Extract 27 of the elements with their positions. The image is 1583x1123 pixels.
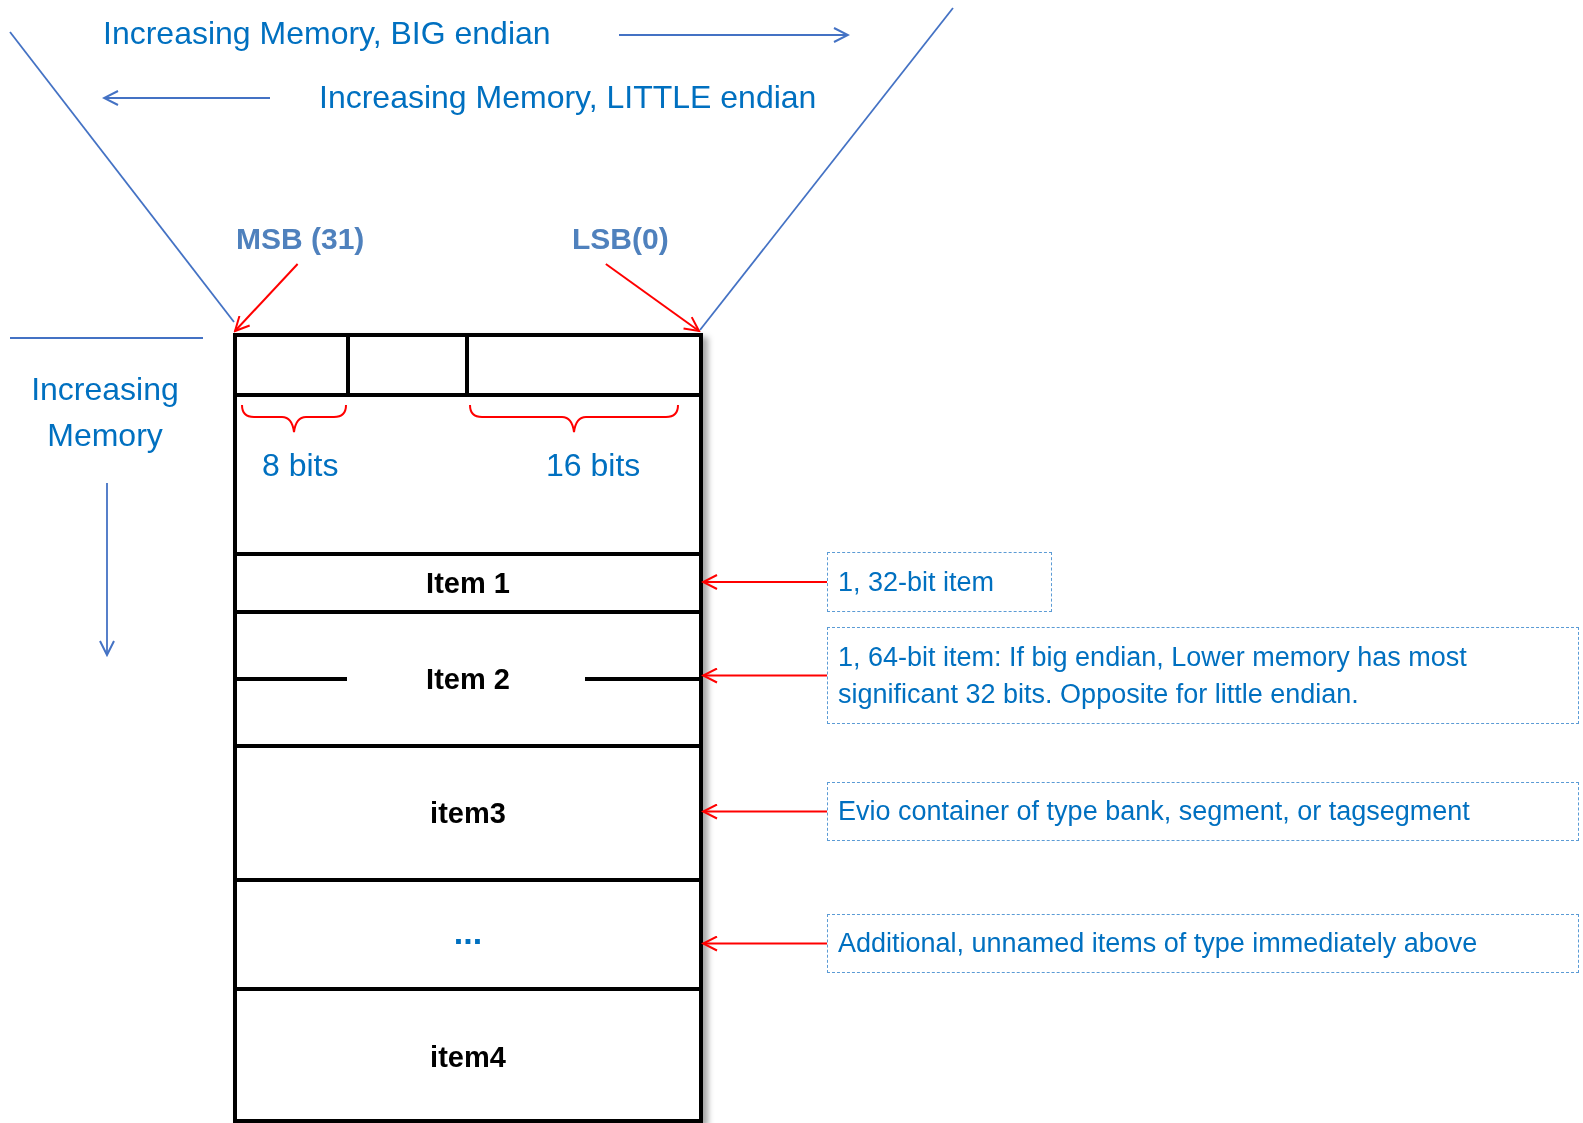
memory-block xyxy=(233,333,703,1123)
callout-text: Evio container of type bank, segment, or tagsegment xyxy=(838,795,1470,829)
arrow xyxy=(234,263,299,332)
callout-text: Additional, unnamed items of type immediately above xyxy=(838,927,1478,961)
item-text: ... xyxy=(453,913,483,952)
arrow xyxy=(702,574,828,590)
callout-text: 1, 32-bit item xyxy=(838,565,995,599)
item-text: item3 xyxy=(430,796,506,830)
item-text: Item 1 xyxy=(426,566,510,600)
dimension-text: 16 bits xyxy=(546,447,641,484)
arrow xyxy=(702,667,828,684)
arrow xyxy=(604,263,700,332)
callout-box xyxy=(827,782,1579,841)
arrow xyxy=(702,935,828,952)
item-text: item4 xyxy=(430,1040,506,1074)
bit-label: LSB(0) xyxy=(572,222,669,256)
bit-label: MSB (31) xyxy=(236,222,365,256)
callout-box xyxy=(827,552,1052,612)
dimension-text: 8 bits xyxy=(262,447,339,484)
item-text: Item 2 xyxy=(426,662,510,696)
axis-caption: Increasing Memory, BIG endian xyxy=(103,15,551,52)
axis-caption: Increasing Memory xyxy=(30,370,180,456)
callout-box xyxy=(827,914,1579,973)
axis-caption: Increasing Memory, LITTLE endian xyxy=(319,79,817,116)
callout-text: 1, 64-bit item: If big endian, Lower memory has most significant 32 bits. Opposite for little endian. xyxy=(838,641,1468,711)
arrow xyxy=(702,803,828,820)
callout-box xyxy=(827,627,1579,724)
